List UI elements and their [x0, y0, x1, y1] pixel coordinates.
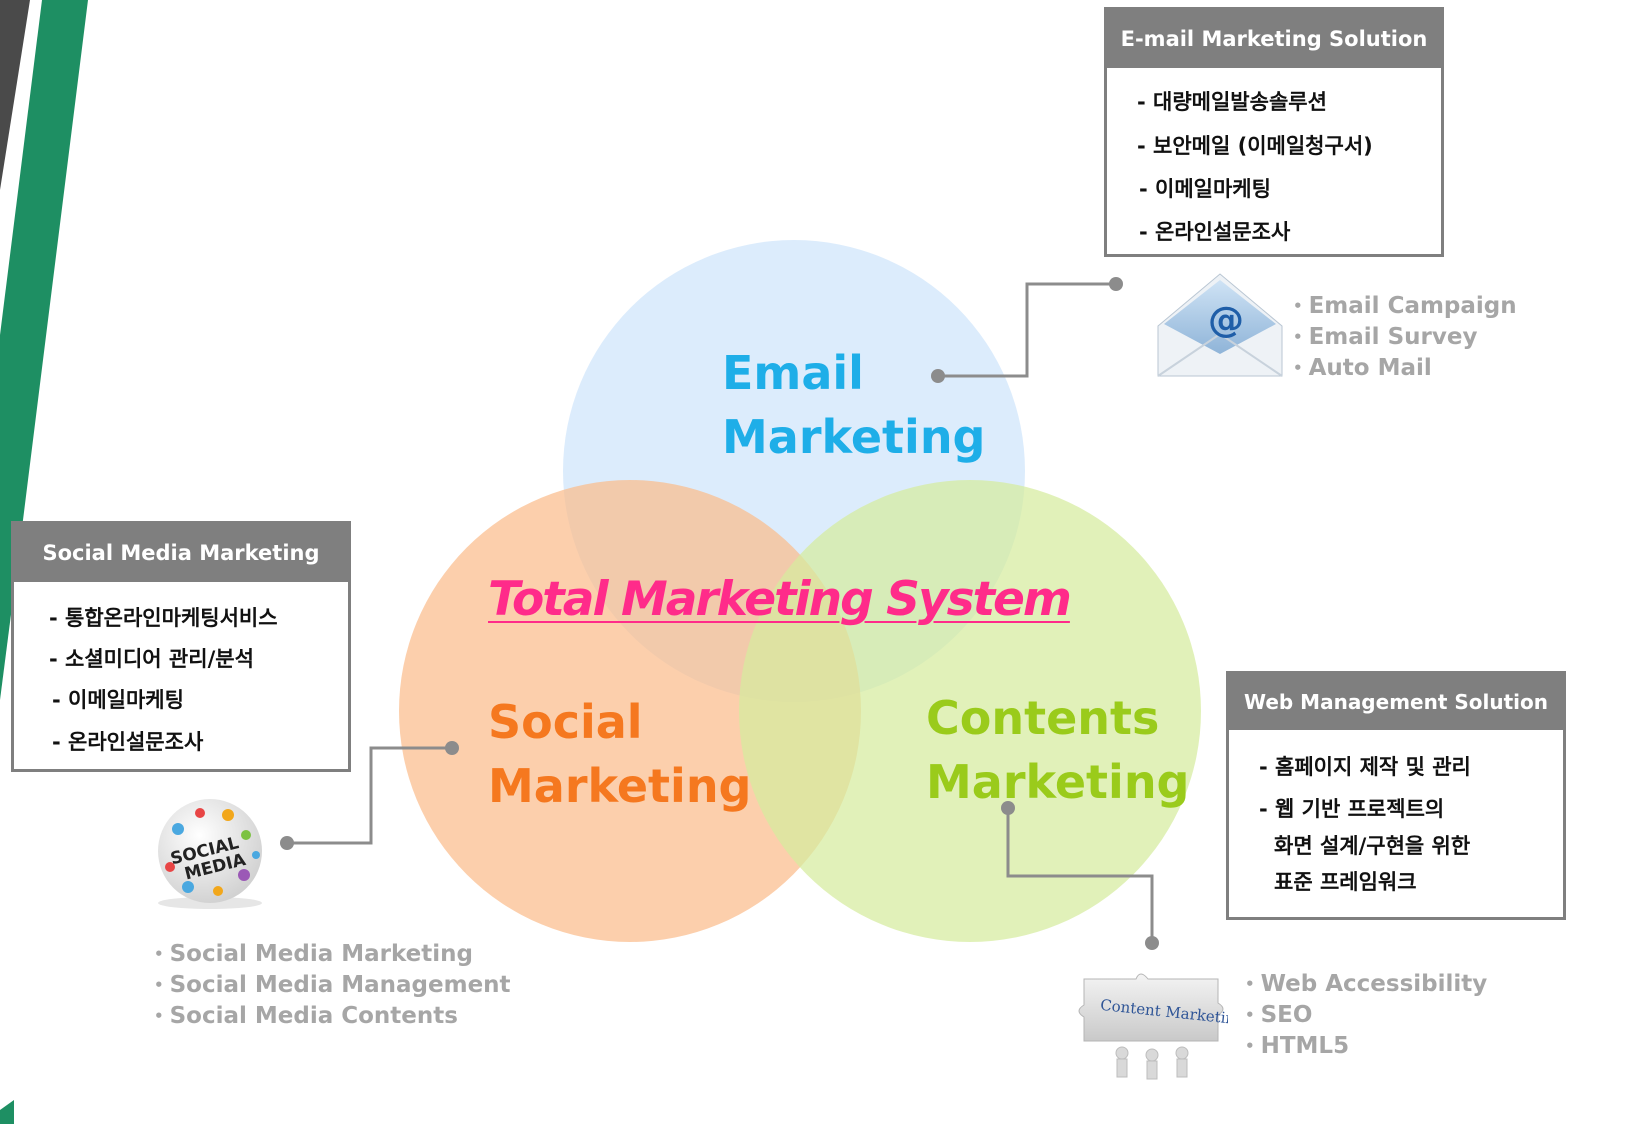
email-bullet-list: Email Campaign Email Survey Auto Mail [1293, 291, 1517, 384]
content-bullet-item: SEO [1245, 1000, 1487, 1031]
email-solution-item-4: - 온라인설문조사 [1139, 220, 1291, 244]
contents-connector-dot-end [1145, 936, 1159, 950]
email-connector [940, 282, 1116, 378]
email-connector-dot-end [1109, 277, 1123, 291]
contents-label-line1: Contents [926, 691, 1160, 745]
diagram-title: Total Marketing System [488, 572, 1072, 627]
email-solution-header: E-mail Marketing Solution [1107, 10, 1441, 68]
contents-label-line2: Marketing [926, 755, 1190, 809]
email-solution-item-3: - 이메일마케팅 [1139, 177, 1271, 201]
contents-connector [1006, 808, 1154, 943]
social-media-item-2: - 소셜미디어 관리/분석 [49, 647, 254, 671]
social-marketing-label: Social Marketing [488, 690, 752, 818]
contents-marketing-label: Contents Marketing [926, 686, 1190, 814]
social-media-item-4: - 온라인설문조사 [52, 730, 204, 754]
social-media-globe-icon: SOCIAL MEDIA [158, 799, 262, 909]
email-at-glyph: @ [1208, 300, 1244, 341]
web-management-header: Web Management Solution [1229, 674, 1563, 730]
social-bullet-item: Social Media Management [154, 970, 511, 1001]
social-bullet-item: Social Media Contents [154, 1001, 511, 1032]
web-management-box: Web Management Solution - 홈페이지 제작 및 관리 -… [1226, 671, 1566, 920]
content-bullet-item: HTML5 [1245, 1031, 1487, 1062]
social-bullet-item: Social Media Marketing [154, 939, 511, 970]
social-label-line1: Social [488, 695, 643, 749]
email-solution-box: E-mail Marketing Solution - 대량메일발송솔루션 - … [1104, 7, 1444, 257]
email-envelope-icon: @ [1157, 273, 1283, 377]
email-bullet-item: Email Survey [1293, 322, 1517, 353]
web-management-item-1: - 홈페이지 제작 및 관리 [1259, 755, 1471, 779]
social-media-item-3: - 이메일마케팅 [52, 688, 184, 712]
email-connector-dot-start [931, 369, 945, 383]
contents-marketing-circle [739, 480, 1201, 942]
social-connector-dot-start [445, 741, 459, 755]
email-label-line1: Email [722, 346, 864, 400]
web-management-item-4: 표준 프레임워크 [1274, 870, 1417, 894]
content-bullet-item: Web Accessibility [1245, 969, 1488, 1000]
email-solution-item-2: - 보안메일 (이메일청구서) [1137, 134, 1373, 158]
email-label-line2: Marketing [722, 410, 986, 464]
email-solution-item-1: - 대량메일발송솔루션 [1137, 90, 1327, 114]
social-media-item-1: - 통합온라인마케팅서비스 [49, 606, 278, 630]
social-media-box: Social Media Marketing - 통합온라인마케팅서비스 - 소… [11, 521, 351, 772]
web-management-item-3: 화면 설계/구현을 위한 [1274, 834, 1471, 858]
social-connector-dot-end [280, 836, 294, 850]
email-bullet-item: Auto Mail [1293, 353, 1517, 384]
bottom-corner-stripe [0, 1100, 14, 1124]
content-marketing-puzzle-icon: Content Marketing [1078, 973, 1228, 1080]
email-bullet-item: Email Campaign [1293, 291, 1517, 322]
social-marketing-circle [399, 480, 861, 942]
content-bullet-list: Web Accessibility SEO HTML5 [1245, 969, 1488, 1062]
contents-connector-dot-start [1001, 801, 1015, 815]
dark-stripe [0, 0, 30, 190]
social-connector [288, 746, 452, 845]
social-bullet-list: Social Media Marketing Social Media Mana… [154, 939, 511, 1032]
social-media-header: Social Media Marketing [14, 524, 348, 582]
email-marketing-label: Email Marketing [722, 341, 986, 469]
social-label-line2: Marketing [488, 759, 752, 813]
web-management-item-2: - 웹 기반 프로젝트의 [1259, 797, 1445, 821]
